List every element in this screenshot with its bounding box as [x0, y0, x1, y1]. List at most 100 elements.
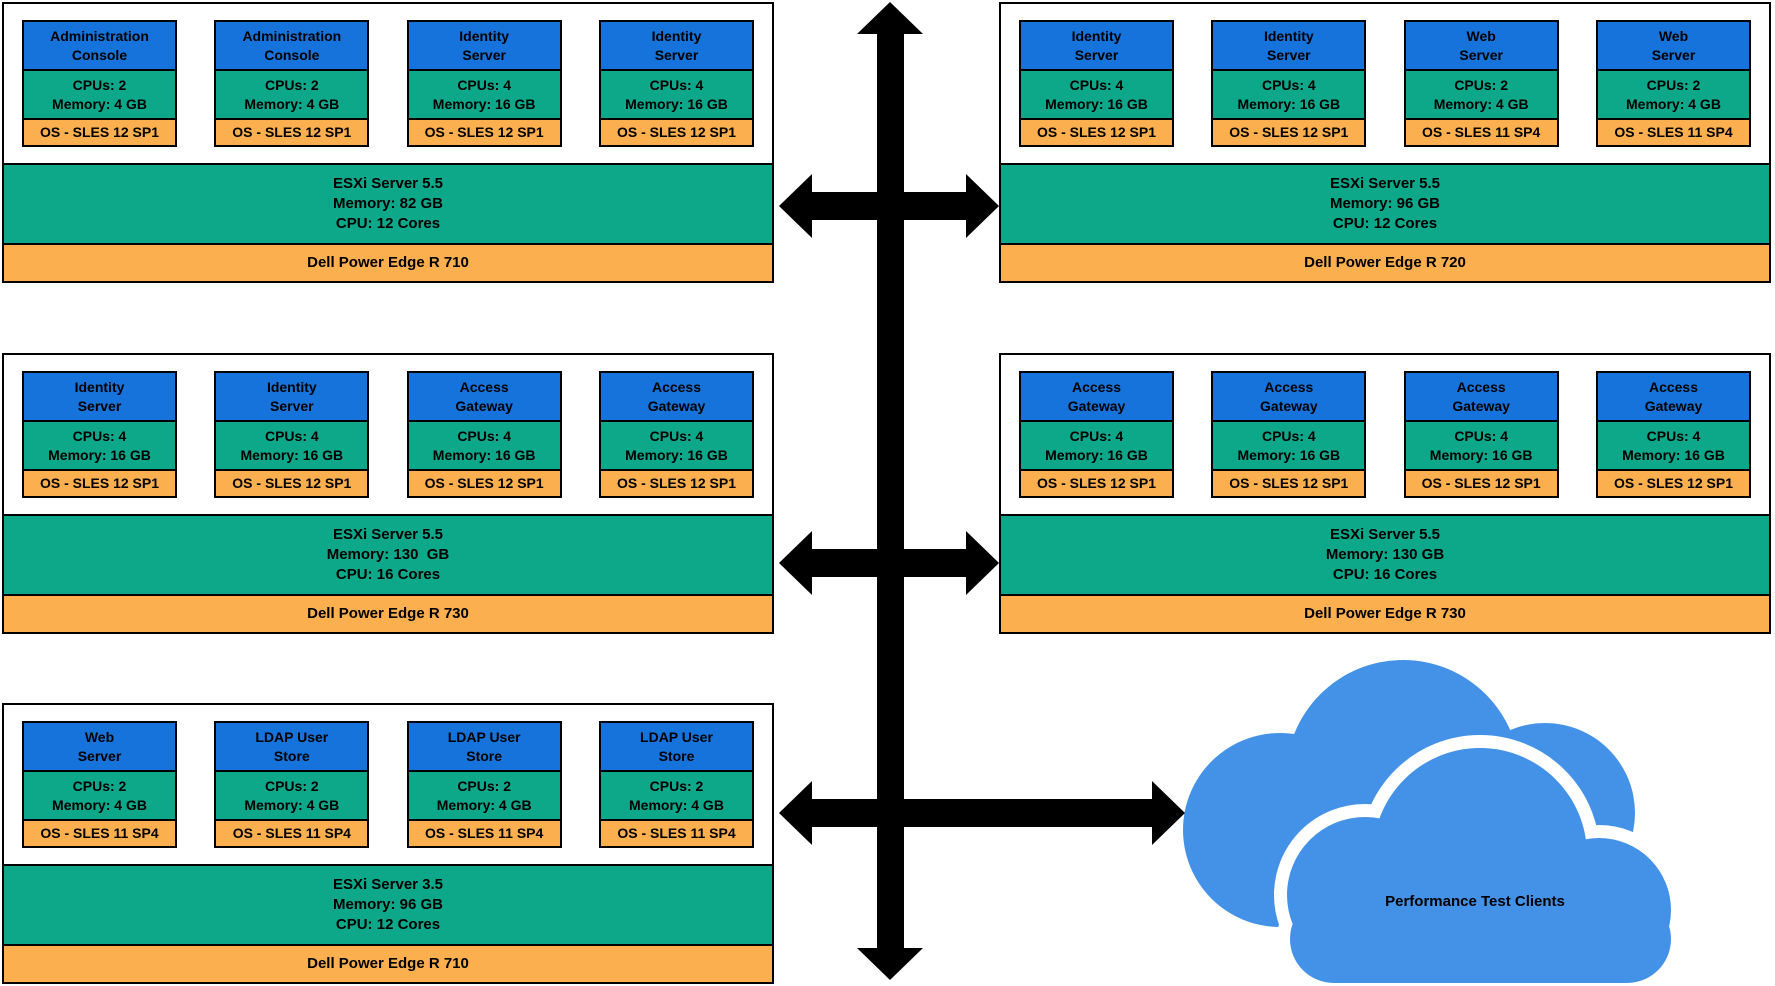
cloud-front-shape: [1287, 748, 1671, 983]
horizontal-double-arrow-bottom-icon: [779, 781, 1185, 845]
esxi-memory: Memory: 96 GB: [1329, 195, 1441, 212]
vm-os-label: OS - SLES 12 SP1: [1421, 475, 1541, 491]
esxi-cpu: CPU: 16 Cores: [1332, 566, 1438, 583]
vm-os: OS - SLES 11 SP4: [216, 819, 368, 846]
vm-os-label: OS - SLES 11 SP4: [1422, 124, 1541, 140]
vm-cpu: CPUs: 4: [649, 427, 704, 444]
vm-os: OS - SLES 12 SP1: [1213, 469, 1365, 496]
vm-memory: Memory: 4 GB: [1626, 95, 1721, 112]
vm-os-label: OS - SLES 12 SP1: [232, 124, 352, 140]
hardware-label: Dell Power Edge R 720: [1304, 254, 1466, 271]
vm-memory: Memory: 16 GB: [1237, 446, 1341, 463]
esxi-host-bar: ESXi Server 5.5 Memory: 130 GB CPU: 16 C…: [1001, 514, 1769, 594]
vm-memory: Memory: 4 GB: [52, 796, 147, 813]
vm-memory: Memory: 16 GB: [625, 95, 728, 112]
esxi-host-bar: ESXi Server 5.5 Memory: 96 GB CPU: 12 Co…: [1001, 163, 1769, 243]
vm-specs: CPUs: 4 Memory: 16 GB: [408, 69, 560, 118]
vm-name-line: Identity: [266, 378, 317, 395]
hardware-label: Dell Power Edge R 730: [1304, 605, 1466, 622]
esxi-version: ESXi Server 5.5: [1329, 175, 1441, 192]
vm-cpu: CPUs: 4: [649, 76, 704, 93]
vm-name-line: Server: [270, 397, 314, 414]
vm-os: OS - SLES 12 SP1: [1405, 469, 1557, 496]
vm-os-label: OS - SLES 12 SP1: [424, 124, 544, 140]
vm-specs: CPUs: 2 Memory: 4 GB: [24, 770, 175, 819]
vm-os-label: OS - SLES 11 SP4: [1614, 124, 1733, 140]
vm-os-label: OS - SLES 12 SP1: [232, 475, 352, 491]
hardware-bar: Dell Power Edge R 720: [1001, 243, 1769, 281]
vm-name-line: Server: [462, 46, 506, 63]
cloud-label: Performance Test Clients: [1385, 893, 1565, 910]
vm-os-label: OS - SLES 12 SP1: [616, 475, 737, 491]
vm-cpu: CPUs: 4: [1454, 427, 1508, 444]
vm-cpu: CPUs: 4: [1261, 427, 1316, 444]
vm-name-line: LDAP User: [640, 728, 713, 745]
esxi-version: ESXi Server 5.5: [1329, 526, 1441, 543]
hardware-label: Dell Power Edge R 730: [307, 605, 469, 622]
vm-name-line: Identity: [1071, 27, 1122, 44]
vm-cpu: CPUs: 4: [1069, 76, 1124, 93]
vm-name-line: Identity: [459, 27, 510, 44]
vm-name-line: Server: [1651, 46, 1696, 63]
vm-os-label: OS - SLES 12 SP1: [1613, 475, 1734, 491]
vm-name-line: Web: [1466, 27, 1496, 44]
esxi-host-bar: ESXi Server 3.5 Memory: 96 GB CPU: 12 Co…: [4, 864, 772, 944]
vm-cpu: CPUs: 4: [457, 76, 511, 93]
vm-name-line: Identity: [1263, 27, 1314, 44]
vm-memory: Memory: 16 GB: [432, 95, 536, 112]
vm-name-line: Identity: [74, 378, 125, 395]
vm-name-line: Access: [1456, 378, 1506, 395]
vm-os: OS - SLES 12 SP1: [24, 118, 175, 145]
vm-os: OS - SLES 12 SP1: [1213, 118, 1365, 145]
vm-cpu: CPUs: 2: [72, 777, 127, 794]
vm-name-line: Server: [1074, 46, 1119, 63]
esxi-memory: Memory: 96 GB: [332, 896, 444, 913]
vm-name-line: Web: [1658, 27, 1689, 44]
vm-memory: Memory: 16 GB: [240, 446, 344, 463]
vm-name-line: Administration: [242, 27, 342, 44]
esxi-version: ESXi Server 5.5: [332, 175, 444, 192]
vm-os: OS - SLES 12 SP1: [408, 469, 560, 496]
vm-name-line: Gateway: [1260, 397, 1318, 414]
vm-name-line: Access: [1648, 378, 1698, 395]
vm-memory: Memory: 4 GB: [52, 95, 147, 112]
vm-os-label: OS - SLES 12 SP1: [1229, 475, 1349, 491]
vm-name-line: Web: [84, 728, 115, 745]
vm-memory: Memory: 16 GB: [625, 446, 728, 463]
vm-os-label: OS - SLES 12 SP1: [1036, 475, 1157, 491]
vm-name-line: Console: [264, 46, 320, 63]
vm-os-label: OS - SLES 11 SP4: [425, 825, 544, 841]
vm-os: OS - SLES 12 SP1: [408, 118, 560, 145]
vm-name-line: Access: [459, 378, 509, 395]
esxi-host-bar: ESXi Server 5.5 Memory: 82 GB CPU: 12 Co…: [4, 163, 772, 243]
vm-os: OS - SLES 11 SP4: [1405, 118, 1557, 145]
vm-name-line: Identity: [651, 27, 702, 44]
vm-memory: Memory: 16 GB: [1429, 446, 1533, 463]
vm-name-line: Access: [651, 378, 701, 395]
vm-os-label: OS - SLES 11 SP4: [40, 825, 159, 841]
vm-cpu: CPUs: 4: [1261, 76, 1316, 93]
